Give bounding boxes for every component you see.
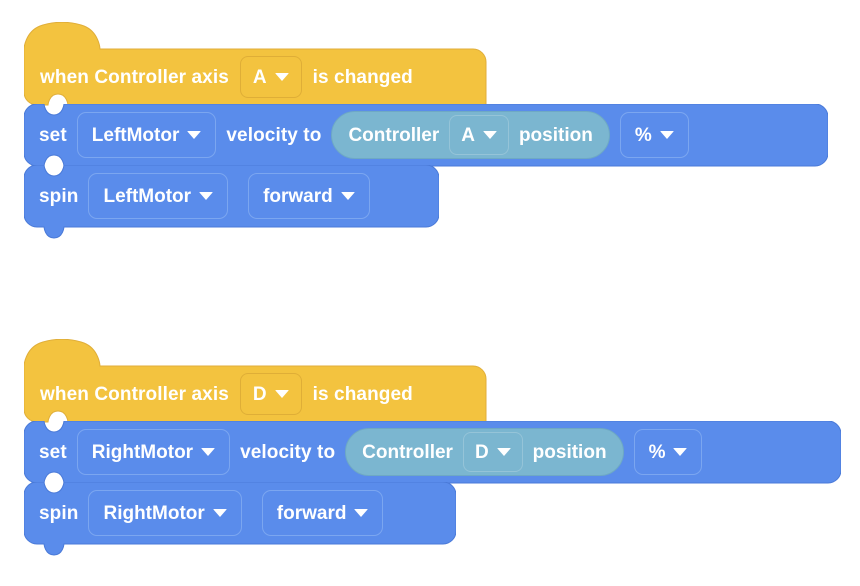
set-label-2: set [39,441,67,463]
set-label-1: set [39,124,67,146]
chevron-down-icon [673,448,688,456]
chevron-down-icon [340,192,355,200]
velocity-to-label-1: velocity to [226,124,322,146]
motor-dropdown-value-1: LeftMotor [91,124,180,146]
reporter-axis-dropdown-value-1: A [461,124,475,146]
unit-dropdown-value-1: % [634,124,652,146]
reporter-axis-dropdown-value-2: D [474,441,489,463]
spin-motor-dropdown-2[interactable]: RightMotor [88,490,242,536]
unit-dropdown-value-2: % [648,441,666,463]
chevron-down-icon [659,131,674,139]
reporter-prefix-label-1: Controller [348,124,440,146]
chevron-down-icon [212,509,227,517]
axis-dropdown-value-2: D [252,383,267,405]
set-velocity-block-2[interactable]: set RightMotor velocity to Controller D … [24,421,841,484]
reporter-suffix-label-2: position [532,441,607,463]
reporter-suffix-label-1: position [518,124,593,146]
reporter-axis-dropdown-1[interactable]: A [449,115,509,155]
motor-dropdown-value-2: RightMotor [91,441,194,463]
spin-label-2: spin [39,502,79,524]
chevron-down-icon [187,131,202,139]
axis-dropdown-value-1: A [252,66,267,88]
axis-dropdown-1[interactable]: A [239,56,302,98]
reporter-prefix-label-2: Controller [362,441,453,463]
script-stack-2[interactable]: when Controller axis D is changed set Ri… [24,339,841,556]
chevron-down-icon [201,448,216,456]
spin-label-1: spin [39,185,79,207]
spin-direction-dropdown-2[interactable]: forward [261,490,384,536]
script-stack-1[interactable]: when Controller axis A is changed set Le… [24,22,828,239]
spin-block-1[interactable]: spin LeftMotor forward [24,165,439,239]
spin-motor-dropdown-1[interactable]: LeftMotor [88,173,229,219]
motor-dropdown-2[interactable]: RightMotor [76,429,231,475]
reporter-axis-dropdown-2[interactable]: D [462,432,523,472]
when-controller-axis-changed-hat-block-1[interactable]: when Controller axis A is changed [24,22,487,106]
chevron-down-icon [354,509,369,517]
spin-motor-dropdown-value-2: RightMotor [103,502,205,524]
chevron-down-icon [496,448,511,456]
chevron-down-icon [274,73,289,81]
spin-direction-dropdown-1[interactable]: forward [248,173,370,219]
chevron-down-icon [274,390,289,398]
controller-axis-position-reporter-2[interactable]: Controller D position [345,428,624,476]
set-velocity-block-1[interactable]: set LeftMotor velocity to Controller A p… [24,104,828,167]
unit-dropdown-2[interactable]: % [633,429,703,475]
hat-prefix-label-2: when Controller axis [40,383,229,405]
spin-direction-dropdown-value-1: forward [263,185,333,207]
hat-suffix-label-2: is changed [312,383,413,405]
hat-suffix-label-1: is changed [312,66,413,88]
axis-dropdown-2[interactable]: D [239,373,302,415]
hat-prefix-label-1: when Controller axis [40,66,229,88]
when-controller-axis-changed-hat-block-2[interactable]: when Controller axis D is changed [24,339,487,423]
spin-motor-dropdown-value-1: LeftMotor [103,185,192,207]
spin-direction-dropdown-value-2: forward [276,502,347,524]
controller-axis-position-reporter-1[interactable]: Controller A position [331,111,610,159]
chevron-down-icon [199,192,214,200]
unit-dropdown-1[interactable]: % [619,112,689,158]
chevron-down-icon [482,131,497,139]
velocity-to-label-2: velocity to [240,441,336,463]
spin-block-2[interactable]: spin RightMotor forward [24,482,456,556]
motor-dropdown-1[interactable]: LeftMotor [76,112,217,158]
